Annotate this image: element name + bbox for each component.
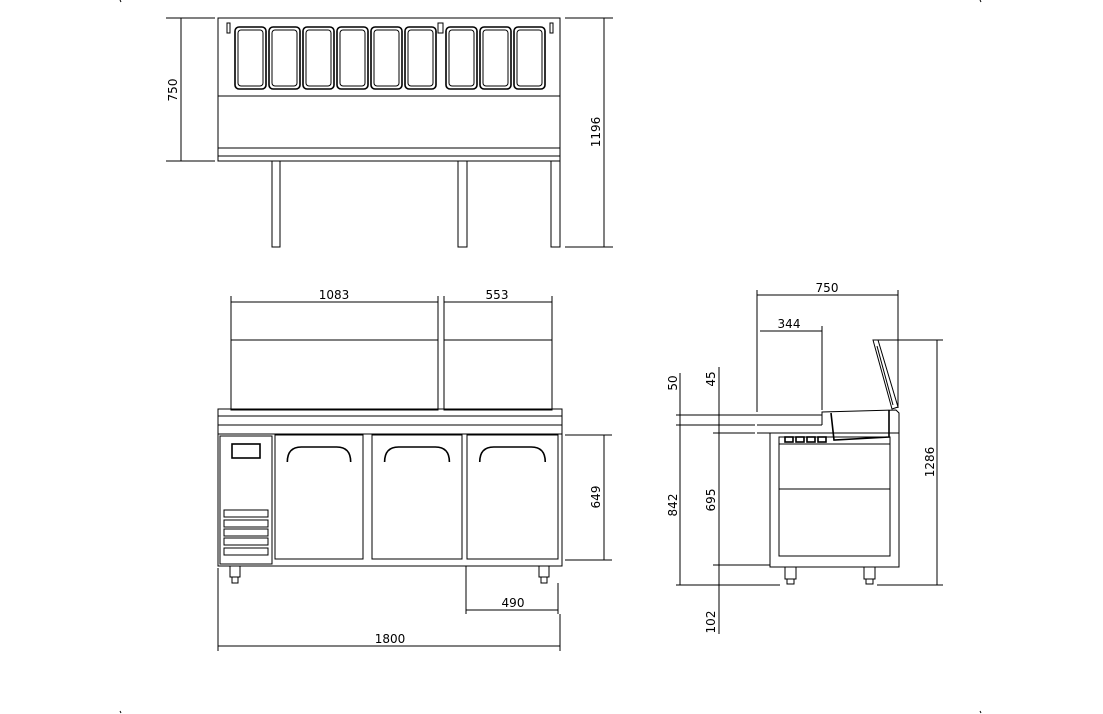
control-panel <box>219 435 273 565</box>
door[interactable] <box>466 434 559 560</box>
dimension-label: 842 <box>666 494 680 517</box>
sneeze-guard-right <box>443 339 553 411</box>
pan <box>479 26 512 90</box>
lid <box>872 339 899 410</box>
dimension-label: 695 <box>704 489 718 512</box>
dimension-label: 750 <box>816 281 839 295</box>
side-view: 750 344 50 842 45 695 102 <box>666 281 943 634</box>
front-view: 1083 553 649 490 1800 <box>217 288 612 651</box>
dimension-side-depth: 750 <box>756 281 899 412</box>
dimension-label: 490 <box>502 596 525 610</box>
dimension-pan-depth: 344 <box>760 317 823 410</box>
corner-marks <box>119 0 982 714</box>
feet <box>784 566 876 585</box>
pan-row <box>234 26 546 90</box>
pan <box>234 26 267 90</box>
pan <box>513 26 546 90</box>
dimension-label: 1800 <box>375 632 406 646</box>
hinge-icon <box>226 22 231 34</box>
pan <box>336 26 369 90</box>
dimension-label: 102 <box>704 611 718 634</box>
pan <box>370 26 403 90</box>
dimension-label: 50 <box>666 375 680 390</box>
dimension-cabinet-height: 45 695 102 <box>704 367 720 634</box>
door[interactable] <box>371 434 463 560</box>
doors <box>274 434 559 560</box>
hinge-icon <box>549 22 554 34</box>
dimension-counter-height: 50 842 <box>666 373 681 585</box>
dimension-top-total-height: 1196 <box>565 17 613 248</box>
feet <box>229 565 550 584</box>
dimension-label: 1083 <box>319 288 350 302</box>
door-handle-icon[interactable] <box>286 446 352 463</box>
cabinet-body <box>217 433 563 567</box>
pan <box>302 26 335 90</box>
sneeze-guard-left <box>230 339 439 411</box>
pan <box>445 26 478 90</box>
extension-lines <box>676 339 943 586</box>
top-view: 750 1196 <box>166 17 613 248</box>
pan <box>268 26 301 90</box>
legs <box>271 160 561 248</box>
door-handle-icon[interactable] <box>383 446 451 463</box>
counter-top <box>217 408 563 435</box>
controller-display-icon <box>231 443 261 459</box>
door[interactable] <box>274 434 364 560</box>
dimension-door-width: 490 <box>465 566 559 614</box>
dimension-label: 344 <box>778 317 801 331</box>
dimension-front-width-left: 1083 <box>230 288 439 340</box>
dimension-label: 1196 <box>589 117 603 148</box>
dimension-label: 553 <box>486 288 509 302</box>
dimension-side-total-height: 1286 <box>923 340 938 585</box>
dimension-label: 45 <box>704 371 718 386</box>
dimension-front-body-height: 649 <box>565 434 612 561</box>
vent-grille <box>784 436 827 443</box>
vent-grille <box>223 509 269 556</box>
dimension-label: 1286 <box>923 447 937 478</box>
dimension-label: 649 <box>589 486 603 509</box>
cabinet-body <box>769 432 900 568</box>
dimension-label: 750 <box>166 79 180 102</box>
door-handle-icon[interactable] <box>478 446 547 463</box>
hinge-icon <box>437 22 444 34</box>
pan <box>830 410 890 441</box>
pan <box>404 26 437 90</box>
dimension-total-width: 1800 <box>217 568 561 651</box>
dimension-top-height: 750 <box>166 17 215 162</box>
dimension-front-width-right: 553 <box>443 288 553 340</box>
